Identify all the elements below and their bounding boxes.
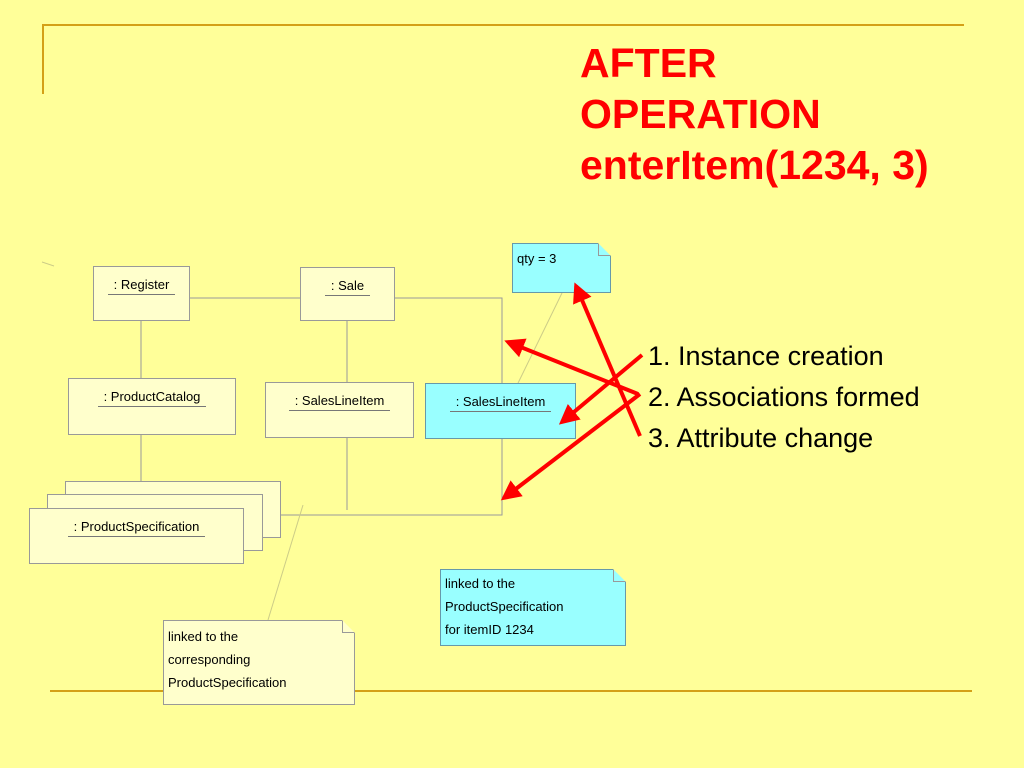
note-link-existing <box>267 504 304 621</box>
qty-note: qty = 3 <box>512 243 611 293</box>
step-1: 1. Instance creation <box>648 341 884 371</box>
left-rule <box>42 24 44 94</box>
product-catalog-label: : ProductCatalog <box>97 389 207 407</box>
linked-new-line-1: linked to the <box>445 576 516 591</box>
product-catalog-object: : ProductCatalog <box>68 378 236 435</box>
sales-line-item-existing: : SalesLineItem <box>265 382 414 438</box>
decor-tick <box>41 261 55 267</box>
linked-new-line-2: ProductSpecification <box>445 599 564 614</box>
sales-line-item-new-label: : SalesLineItem <box>449 394 552 412</box>
register-object: : Register <box>93 266 190 321</box>
linked-existing-line-2: corresponding <box>168 652 251 667</box>
qty-note-text: qty = 3 <box>517 251 557 266</box>
linked-existing-line-1: linked to the <box>168 629 239 644</box>
arrow-association-spec <box>500 392 642 501</box>
slide-title: AFTER OPERATION enterItem(1234, 3) <box>580 38 1020 191</box>
arrow-association-sli <box>558 353 644 425</box>
title-line-2: OPERATION <box>580 91 821 137</box>
linked-new-note: linked to the ProductSpecification for i… <box>440 569 626 646</box>
title-line-3: enterItem(1234, 3) <box>580 142 929 188</box>
sale-label: : Sale <box>324 278 371 296</box>
step-2: 2. Associations formed <box>648 382 920 412</box>
step-3: 3. Attribute change <box>648 423 874 453</box>
sales-line-item-new: : SalesLineItem <box>425 383 576 439</box>
arrow-attribute-change <box>573 282 642 437</box>
title-line-1: AFTER <box>580 40 717 86</box>
steps-list: 1. Instance creation 2. Associations for… <box>648 336 920 459</box>
sales-line-item-existing-label: : SalesLineItem <box>288 393 391 411</box>
register-label: : Register <box>107 277 176 295</box>
bottom-rule <box>50 690 972 692</box>
top-rule <box>42 24 964 26</box>
sale-object: : Sale <box>300 267 395 321</box>
linked-existing-note: linked to the corresponding ProductSpeci… <box>163 620 355 705</box>
linked-existing-line-3: ProductSpecification <box>168 675 287 690</box>
linked-new-line-3: for itemID 1234 <box>445 622 534 637</box>
product-spec-label: : ProductSpecification <box>67 519 206 537</box>
product-spec-object: : ProductSpecification <box>29 508 244 564</box>
